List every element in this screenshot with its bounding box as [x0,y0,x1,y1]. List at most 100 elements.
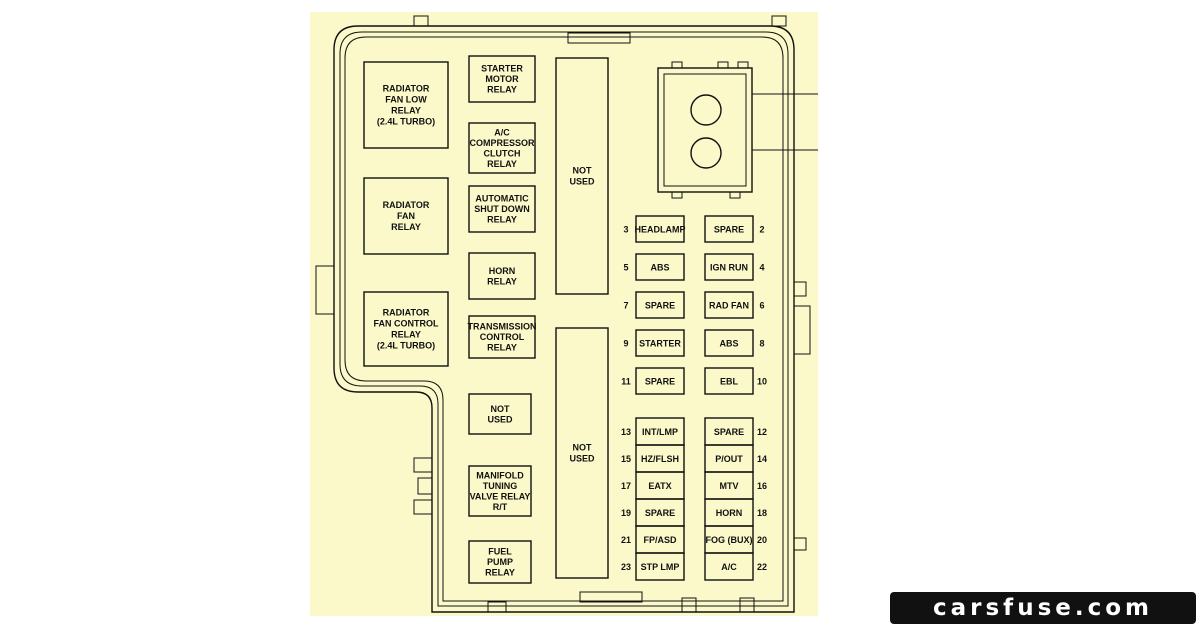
manifold-tuning-valve-relay-label: MANIFOLD [476,470,524,480]
fuse-14-label: P/OUT [715,454,743,464]
fuse-17-number: 17 [621,481,631,491]
radiator-fan-relay-label: RADIATOR [383,200,430,210]
fuse-23-number: 23 [621,562,631,572]
manifold-tuning-valve-relay-label: VALVE RELAY [470,491,531,501]
fuse-5: ABS 5 [623,253,685,281]
fuse-21-number: 21 [621,535,631,545]
fuse-22-outline [704,552,754,581]
fuse-8: ABS 8 [704,329,765,357]
not-used-relay-label: USED [487,414,513,424]
fuse-20-number: 20 [757,535,767,545]
fuse-23-label: STP LMP [641,562,680,572]
fuse-23: STP LMP 23 [621,552,685,581]
fuse-13-label: INT/LMP [642,427,678,437]
middle-relay-column: STARTERMOTORRELAYA/CCOMPRESSORCLUTCHRELA… [467,55,537,584]
not-used-relay-label: NOT [491,404,511,414]
starter-motor-relay-label: RELAY [487,85,517,95]
horn-relay-label: RELAY [487,276,517,286]
starter-motor-relay-label: STARTER [481,64,523,74]
fuse-23-outline [635,552,685,581]
fuel-pump-relay-outline [468,540,532,584]
ac-compressor-clutch-relay-label: A/C [494,127,510,137]
not-used-slot-upper-outline [555,57,609,295]
automatic-shut-down-relay-label: AUTOMATIC [475,194,529,204]
fuse-17-label: EATX [648,481,671,491]
fuse-12-number: 12 [757,427,767,437]
radiator-fan-low-relay-label: (2.4L TURBO) [377,117,435,127]
fuse-19-label: SPARE [645,508,675,518]
fuse-8-label: ABS [719,339,738,349]
fuse-13-number: 13 [621,427,631,437]
radiator-fan-control-relay-label: FAN CONTROL [374,319,439,329]
fuse-22-label: A/C [721,562,737,572]
fuse-12-label: SPARE [714,427,744,437]
fuse-4-label: IGN RUN [710,263,748,273]
housing-outline-outer [333,25,795,613]
fuse-3-label: HEADLAMP [635,225,686,235]
fuse-10-number: 10 [757,377,767,387]
fuse-18-number: 18 [757,508,767,518]
fuse-2-label: SPARE [714,225,744,235]
fuel-pump-relay-label: FUEL [488,547,512,557]
fuse-7: SPARE 7 [623,291,685,319]
transmission-control-relay-label: RELAY [487,343,517,353]
fuse-19-number: 19 [621,508,631,518]
manifold-tuning-valve-relay-label: R/T [493,502,508,512]
manifold-tuning-valve-relay-outline [468,465,532,517]
fuse-8-number: 8 [759,339,764,349]
starter-motor-relay-label: MOTOR [485,74,519,84]
fuse-7-number: 7 [623,301,628,311]
radiator-fan-control-relay-label: RELAY [391,330,421,340]
radiator-fan-relay-label: FAN [397,211,415,221]
radiator-fan-control-relay-label: RADIATOR [383,308,430,318]
fuse-16-number: 16 [757,481,767,491]
fuse-4: IGN RUN 4 [704,253,765,281]
housing-outline-inner [344,36,784,602]
fuse-9-outline [635,329,685,357]
not-used-slot-lower-outline [555,327,609,579]
fuel-pump-relay-label: RELAY [485,568,515,578]
ac-compressor-clutch-relay-label: CLUTCH [484,148,521,158]
radiator-fan-low-relay-outline [363,61,449,149]
radiator-fan-relay-outline [363,177,449,255]
not-used-slot-lower-label: NOT [573,443,593,453]
transmission-control-relay-label: CONTROL [480,332,525,342]
fuse-5-number: 5 [623,263,628,273]
fuse-4-number: 4 [759,263,764,273]
fuse-11-outline [635,367,685,395]
radiator-fan-control-relay-outline [363,291,449,367]
manifold-tuning-valve-relay-label: TUNING [483,481,518,491]
fuel-pump-relay-label: PUMP [487,557,513,567]
fuse-7-label: SPARE [645,301,675,311]
fuse-15-label: HZ/FLSH [641,454,679,464]
housing-outline-middle [339,31,789,607]
ac-compressor-clutch-relay-label: COMPRESSOR [469,138,535,148]
fuse-15-number: 15 [621,454,631,464]
ac-compressor-clutch-relay-label: RELAY [487,159,517,169]
fuse-8-outline [704,329,754,357]
transmission-control-relay-outline [468,315,536,359]
fuse-5-outline [635,253,685,281]
fuse-18-label: HORN [716,508,743,518]
radiator-fan-relay-label: RELAY [391,222,421,232]
fuse-5-label: ABS [650,263,669,273]
fuse-6-label: RAD FAN [709,301,749,311]
